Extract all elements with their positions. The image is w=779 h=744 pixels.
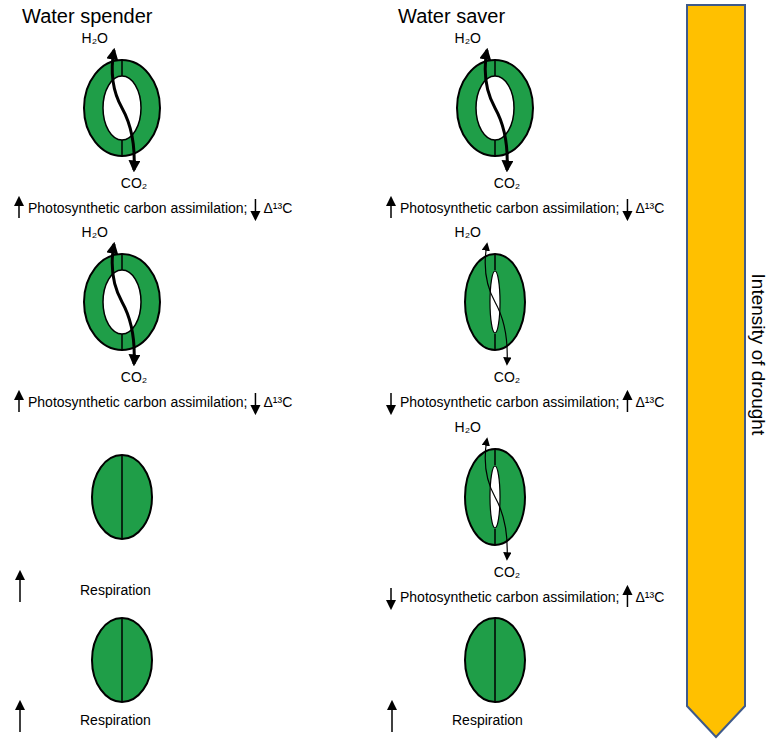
cell-wall — [121, 140, 123, 156]
guard-cells — [92, 618, 152, 702]
cell-wall — [494, 254, 496, 270]
trend-arrow — [390, 198, 392, 218]
isotope-label: Δ¹³C — [263, 200, 292, 217]
trend-arrow — [627, 587, 629, 607]
cell-wall — [121, 60, 123, 76]
respiration-label: Respiration — [80, 712, 151, 729]
trend-arrow — [255, 199, 257, 219]
guard-cells — [92, 455, 152, 539]
water-label: H₂O — [82, 224, 108, 241]
assimilation-label: Photosynthetic carbon assimilation; — [28, 394, 247, 411]
water-label: H₂O — [455, 419, 481, 436]
cell-wall — [121, 455, 123, 539]
co2-label: CO₂ — [494, 564, 520, 581]
respiration-label: Respiration — [452, 712, 523, 729]
water-label: H₂O — [455, 224, 481, 241]
trend-arrow — [627, 199, 629, 219]
trend-arrow — [391, 702, 393, 732]
trend-arrow — [255, 393, 257, 413]
trend-arrow — [19, 702, 21, 732]
gas-exchange-arrow — [485, 439, 507, 559]
gas-exchange-arrow — [485, 50, 507, 170]
trend-arrow — [627, 392, 629, 412]
gas-exchange-arrow — [485, 244, 507, 364]
co2-label: CO₂ — [494, 175, 520, 192]
isotope-label: Δ¹³C — [635, 200, 664, 217]
cell-wall — [494, 334, 496, 350]
trend-arrow — [390, 393, 392, 413]
assimilation-label: Photosynthetic carbon assimilation; — [28, 200, 247, 217]
cell-wall — [121, 334, 123, 350]
axis-label: Intensity of drought — [747, 273, 770, 435]
co2-label: CO₂ — [121, 175, 147, 192]
gas-exchange-arrow — [112, 244, 134, 364]
trend-arrow — [19, 572, 21, 602]
cell-wall — [121, 618, 123, 702]
cell-wall — [121, 254, 123, 270]
cell-wall — [494, 60, 496, 76]
assimilation-label: Photosynthetic carbon assimilation; — [400, 394, 619, 411]
assimilation-label: Photosynthetic carbon assimilation; — [400, 589, 619, 606]
respiration-label: Respiration — [80, 582, 151, 599]
trend-arrow — [18, 198, 20, 218]
guard-cells — [465, 618, 525, 702]
column-title: Water spender — [22, 4, 152, 28]
isotope-label: Δ¹³C — [263, 394, 292, 411]
cell-wall — [494, 449, 496, 465]
trend-arrow — [390, 588, 392, 608]
trend-arrow — [18, 392, 20, 412]
drought-arrow-body — [687, 5, 745, 737]
isotope-label: Δ¹³C — [635, 589, 664, 606]
cell-wall — [494, 618, 496, 702]
drought-arrow: Intensity of drought — [686, 4, 776, 740]
cell-wall — [494, 140, 496, 156]
gas-exchange-arrow — [112, 50, 134, 170]
assimilation-label: Photosynthetic carbon assimilation; — [400, 200, 619, 217]
co2-label: CO₂ — [494, 369, 520, 386]
co2-label: CO₂ — [121, 369, 147, 386]
water-label: H₂O — [82, 30, 108, 47]
water-label: H₂O — [455, 30, 481, 47]
isotope-label: Δ¹³C — [635, 394, 664, 411]
column-title: Water saver — [398, 4, 505, 28]
cell-wall — [494, 529, 496, 545]
